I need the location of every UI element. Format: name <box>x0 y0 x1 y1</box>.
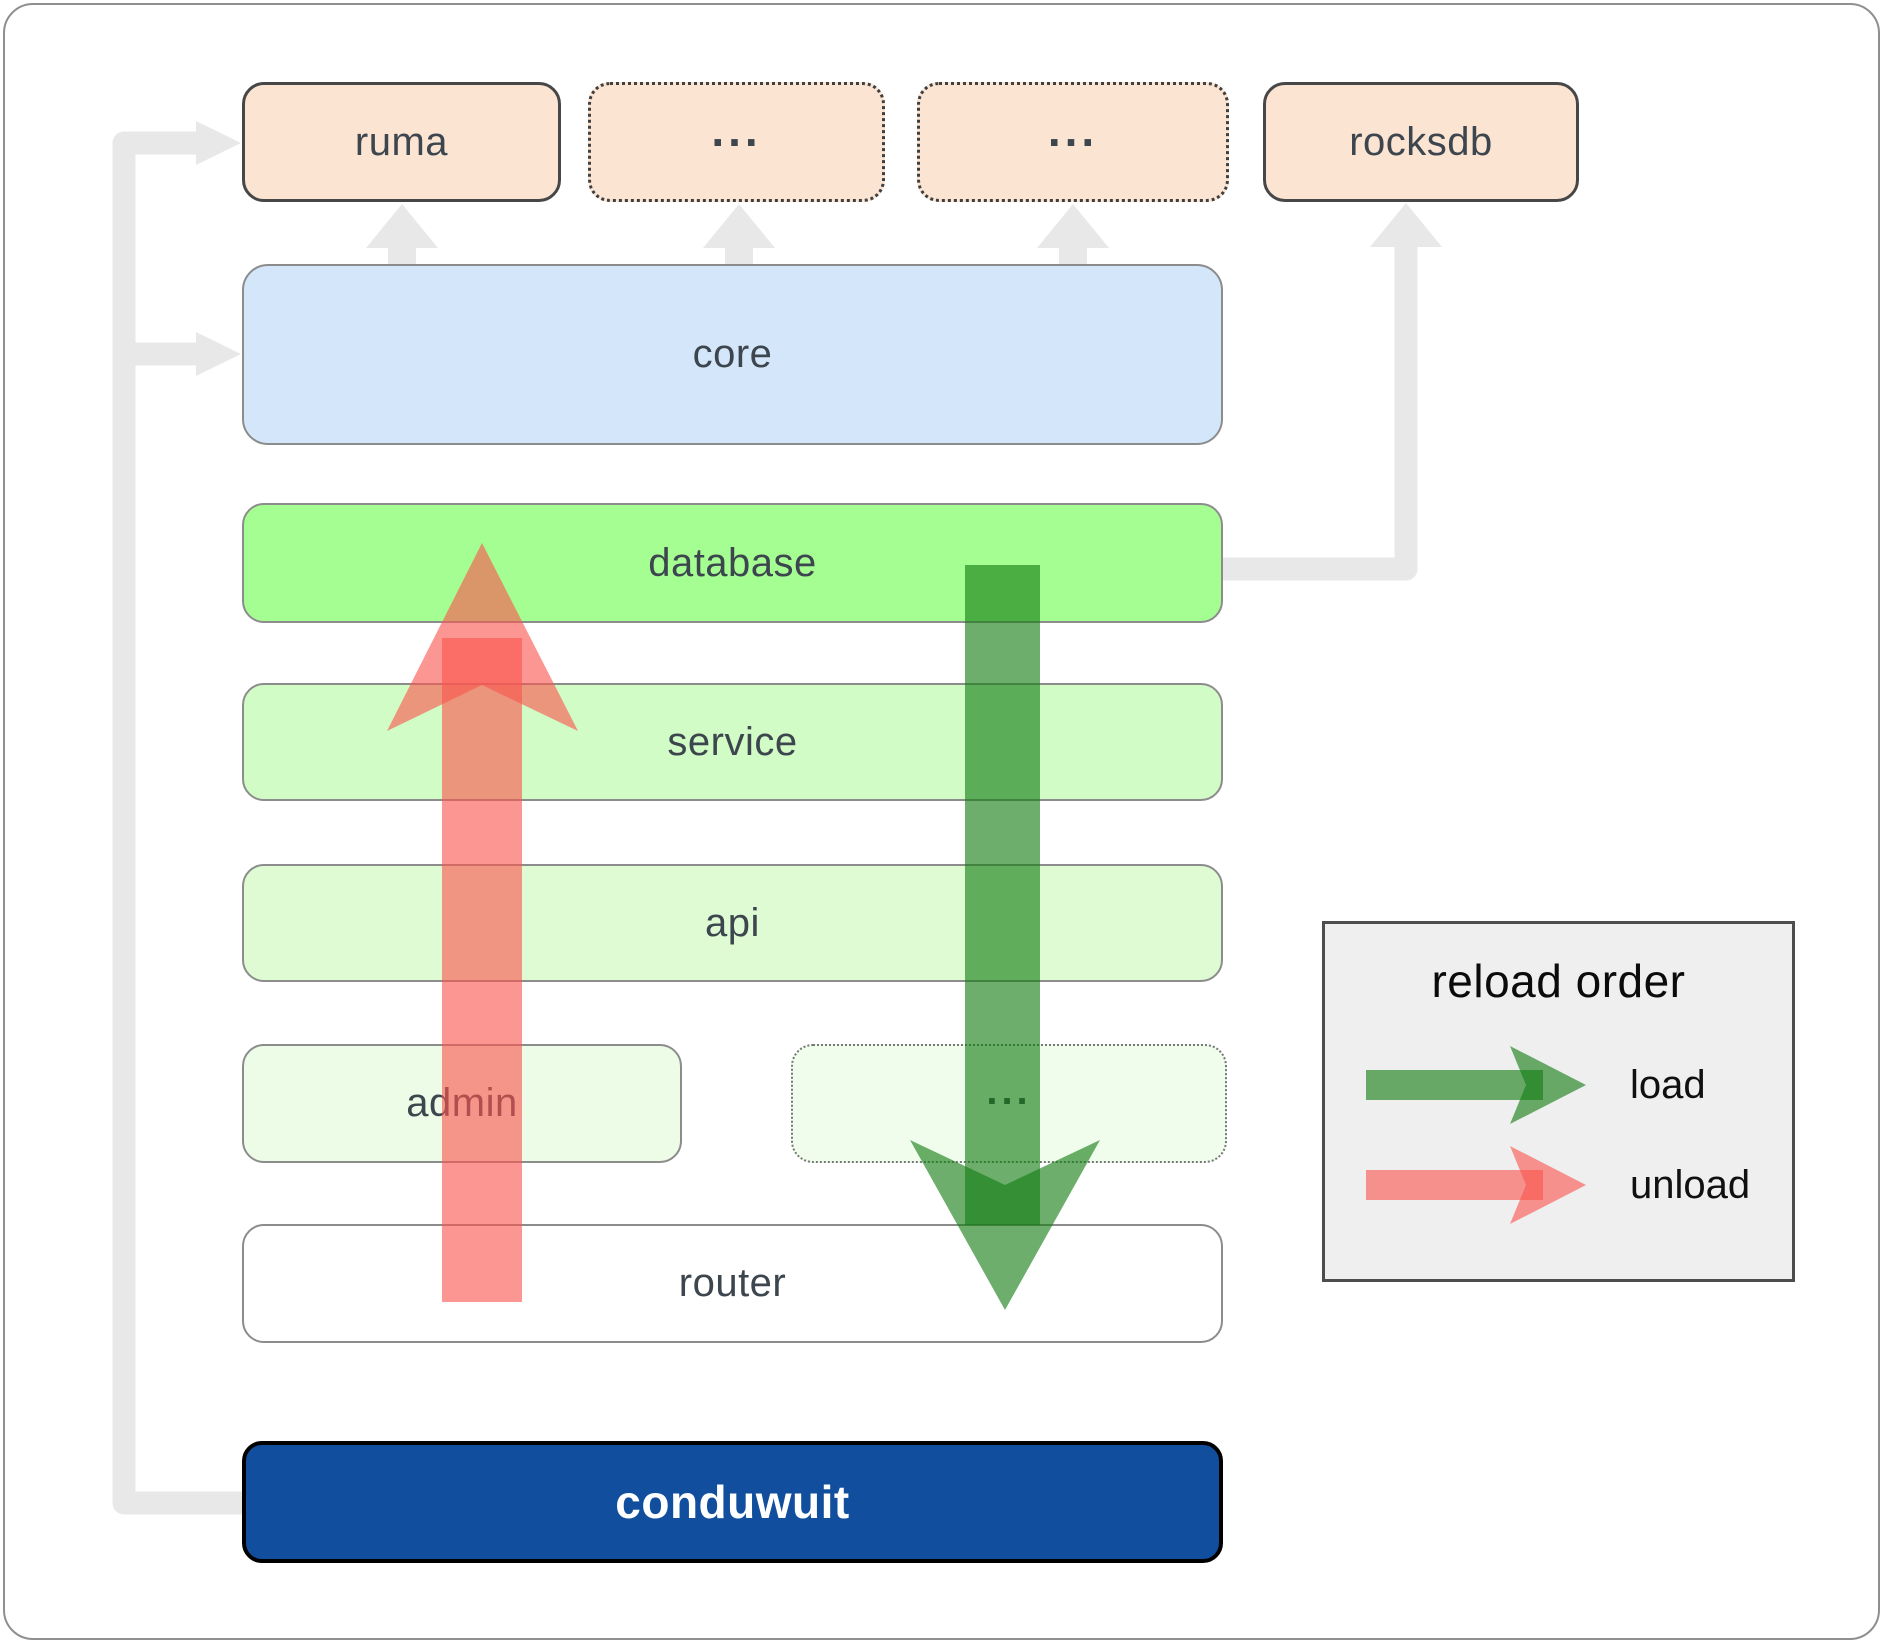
load-arrow-shaft <box>965 565 1040 1225</box>
box-database-label: database <box>648 540 817 585</box>
box-crate-placeholder-1: ... <box>588 82 885 202</box>
arrowhead-core-to-dots1-icon <box>703 204 775 248</box>
legend: reload order load unload <box>1322 921 1795 1282</box>
box-conduwuit-label: conduwuit <box>615 1476 850 1528</box>
legend-load-label: load <box>1630 1063 1706 1107</box>
connector-conduwuit-to-ruma <box>112 131 242 1515</box>
box-router-label: router <box>678 1261 787 1305</box>
legend-title: reload order <box>1431 955 1686 1007</box>
outer-border <box>3 3 1880 1640</box>
box-core-label: core <box>692 332 773 376</box>
box-rocksdb: rocksdb <box>1263 82 1579 202</box>
box-conduwuit: conduwuit <box>242 1441 1223 1563</box>
legend-unload-label: unload <box>1630 1163 1751 1207</box>
box-rocksdb-label: rocksdb <box>1349 119 1493 164</box>
legend-load-arrow-shaft <box>1366 1070 1543 1100</box>
box-service: service <box>242 683 1223 801</box>
arrowhead-to-ruma-icon <box>196 121 241 165</box>
box-crate-placeholder-1-label: ... <box>711 104 762 156</box>
box-api-label: api <box>705 900 760 945</box>
arrowhead-core-to-dots2-icon <box>1037 204 1109 248</box>
box-ruma: ruma <box>242 82 561 202</box>
box-core: core <box>242 264 1223 445</box>
box-crate-placeholder-2: ... <box>917 82 1229 202</box>
connector-database-to-rocksdb <box>1223 246 1418 581</box>
box-api: api <box>242 864 1223 982</box>
arrowhead-to-rocksdb-icon <box>1370 203 1442 247</box>
box-ruma-label: ruma <box>354 119 449 164</box>
box-router: router <box>242 1224 1223 1343</box>
box-crate-placeholder-2-label: ... <box>1047 104 1099 156</box>
arrowhead-core-to-ruma-icon <box>366 204 438 248</box>
legend-unload-arrow-shaft <box>1366 1170 1543 1200</box>
unload-arrow-shaft <box>442 638 522 1302</box>
box-service-label: service <box>667 719 798 764</box>
box-database: database <box>242 503 1223 623</box>
arrowhead-to-core-icon <box>196 332 241 376</box>
